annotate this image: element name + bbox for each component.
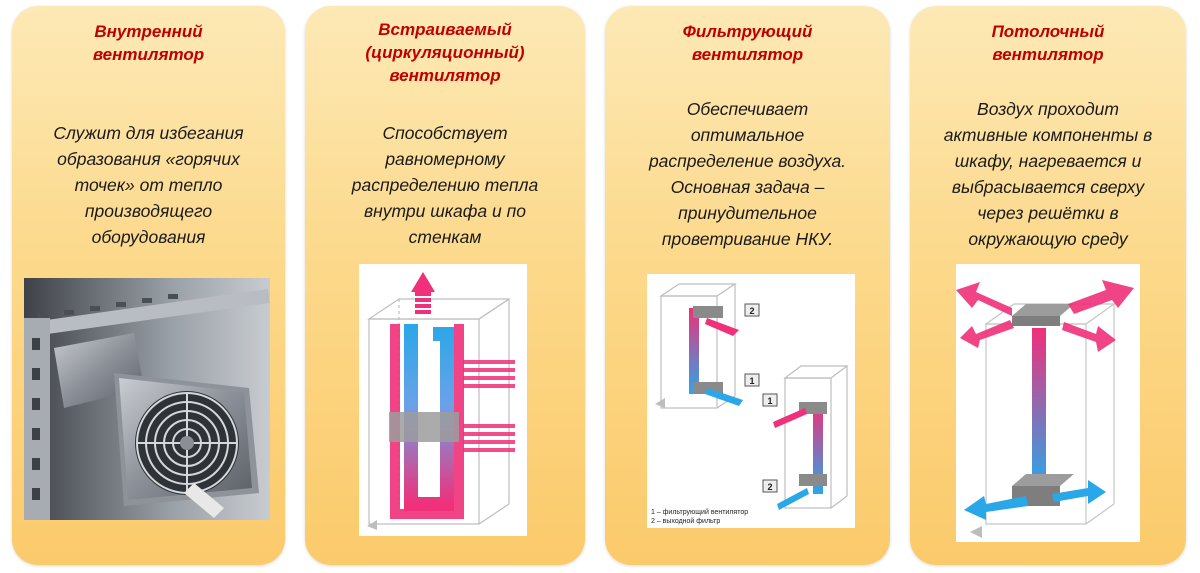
fan-photo-icon [24, 278, 270, 520]
card-description: Обеспечивает оптимальное распределение в… [648, 99, 847, 249]
card-roof-fan: Потолочный вентилятор Воздух проходит ак… [910, 6, 1186, 565]
card-filter-fan: Фильтрующий вентилятор Обеспечивает опти… [605, 6, 890, 565]
filter-airflow-icon: 2 1 1 2 1 – фильтрующий вентилятор 2 – в… [647, 274, 855, 528]
card-description: Способствует равномерному распределению … [351, 123, 539, 247]
card-title: Фильтрующий вентилятор [682, 22, 813, 64]
card-title: Потолочный вентилятор [991, 22, 1105, 64]
card-description: Служит для избегания образования «горячи… [53, 123, 244, 247]
circulation-airflow-icon [359, 264, 527, 536]
callout-2: 2 [749, 306, 754, 316]
card-title: Встраиваемый (циркуляционный) вентилятор [365, 20, 525, 85]
callout-1: 1 [749, 376, 754, 386]
legend-item: 1 – фильтрующий вентилятор [651, 509, 749, 516]
roof-airflow-icon [956, 264, 1140, 542]
callout-2: 2 [767, 482, 772, 492]
card-description: Воздух проходит активные компоненты в шк… [943, 99, 1153, 249]
card-title: Внутренний вентилятор [92, 22, 205, 64]
card-circulation-fan: Встраиваемый (циркуляционный) вентилятор… [305, 6, 585, 565]
card-internal-fan: Внутренний вентилятор Служит для избеган… [12, 6, 285, 565]
legend-item: 2 – выходной фильтр [651, 518, 721, 525]
callout-1: 1 [767, 396, 772, 406]
